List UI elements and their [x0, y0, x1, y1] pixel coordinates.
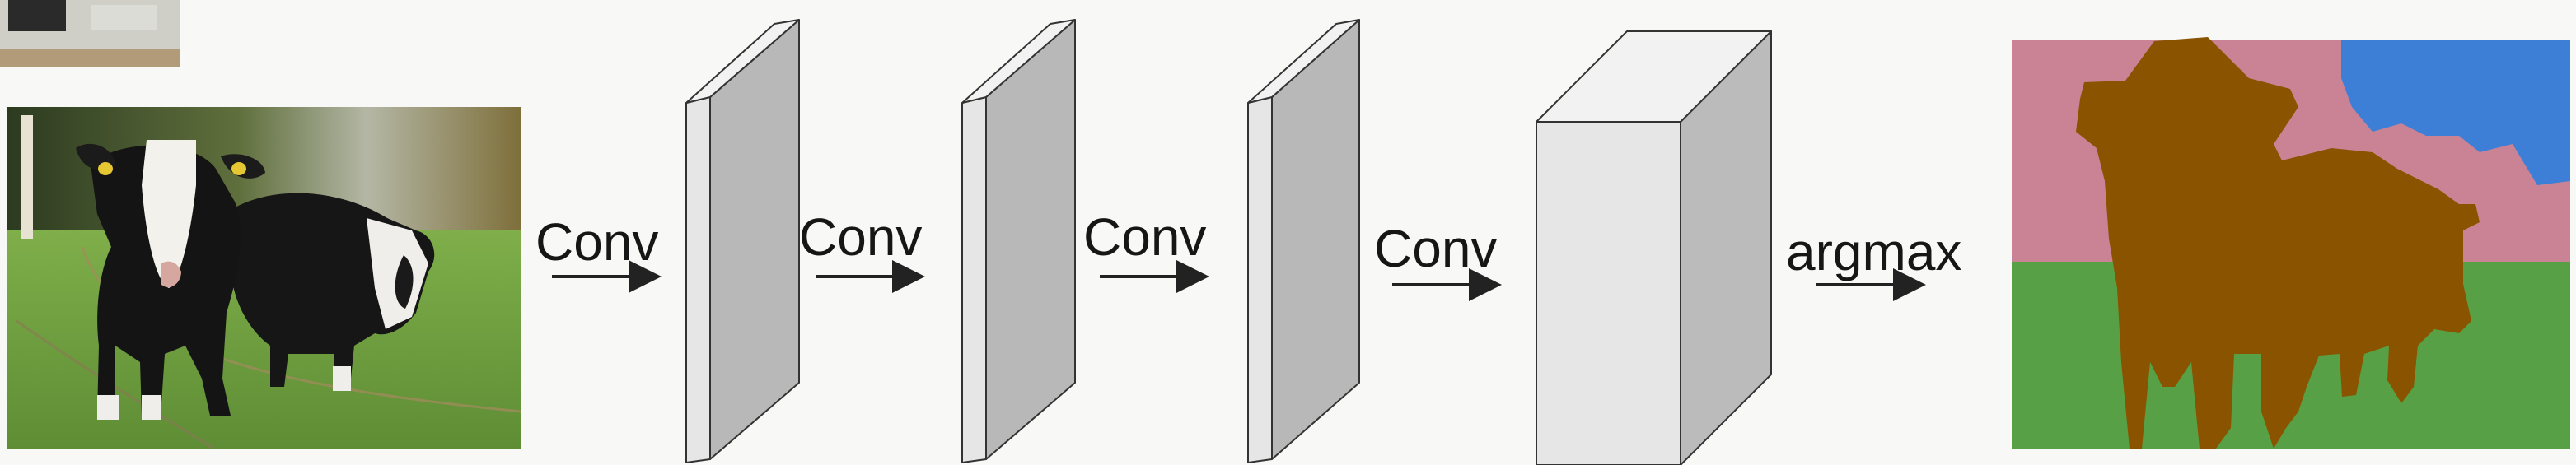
video-thumbnail	[0, 0, 180, 67]
input-cow-photo	[7, 107, 522, 450]
segmentation-output	[2012, 37, 2570, 449]
feature-map-2	[961, 19, 1076, 463]
argmax-label: argmax	[1786, 222, 1962, 281]
conv-label-4: Conv	[1374, 219, 1498, 278]
conv-label-2: Conv	[799, 207, 923, 267]
feature-map-4	[1536, 30, 1772, 465]
conv-label-1: Conv	[535, 212, 659, 272]
feature-map-1	[685, 19, 800, 463]
conv-label-3: Conv	[1083, 207, 1207, 267]
feature-map-3	[1247, 19, 1360, 463]
